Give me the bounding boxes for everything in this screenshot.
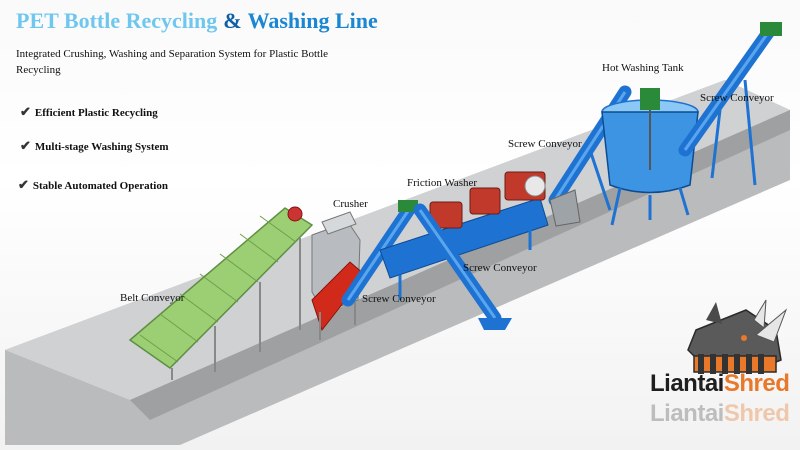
feature-text: Stable Automated Operation <box>32 180 168 192</box>
label-belt-conveyor: Belt Conveyor <box>120 292 185 304</box>
screw-conveyor-1-machine <box>341 200 418 307</box>
feature-text: Efficient Plastic Recycling <box>34 107 158 119</box>
check-icon: ✔ <box>20 104 31 119</box>
friction-washer-machine <box>379 171 549 300</box>
feature-item-3: ✔Stable Automated Operation <box>18 177 168 193</box>
brand-part-1: Liantai <box>650 370 724 397</box>
title-part-1: PET Bottle Recycling <box>16 8 218 33</box>
label-hot-washing-tank: Hot Washing Tank <box>602 62 684 74</box>
feature-text: Multi-stage Washing System <box>34 141 169 153</box>
belt-conveyor-machine <box>128 206 314 380</box>
title-part-2: Washing Line <box>247 8 378 33</box>
label-friction-washer: Friction Washer <box>407 177 478 189</box>
feature-item-2: ✔Multi-stage Washing System <box>20 138 169 154</box>
label-crusher: Crusher <box>333 198 368 210</box>
brand-logo-text: LiantaiShred <box>650 370 790 398</box>
rhino-logo-icon <box>687 299 788 374</box>
feature-item-1: ✔Efficient Plastic Recycling <box>20 104 158 120</box>
label-screw-conveyor-3: Screw Conveyor <box>508 138 582 150</box>
label-screw-conveyor-1: Screw Conveyor <box>362 293 436 305</box>
label-screw-conveyor-4: Screw Conveyor <box>700 92 774 104</box>
brand-logo-reflection: LiantaiShred <box>650 400 790 428</box>
screw-conveyor-2-machine <box>413 203 512 330</box>
screw-conveyor-4-machine <box>678 22 782 186</box>
hot-washing-tank-machine <box>601 88 699 226</box>
check-icon: ✔ <box>18 177 29 192</box>
page-title: PET Bottle Recycling&Washing Line <box>16 8 378 34</box>
brand-part-2: Shred <box>723 370 790 397</box>
label-screw-conveyor-2: Screw Conveyor <box>463 262 537 274</box>
page-subtitle: Integrated Crushing, Washing and Separat… <box>16 48 329 76</box>
check-icon: ✔ <box>20 138 31 153</box>
brand-reflection-part-1: Liantai <box>650 400 724 427</box>
title-ampersand: & <box>223 8 242 33</box>
brand-reflection-part-2: Shred <box>723 400 790 427</box>
